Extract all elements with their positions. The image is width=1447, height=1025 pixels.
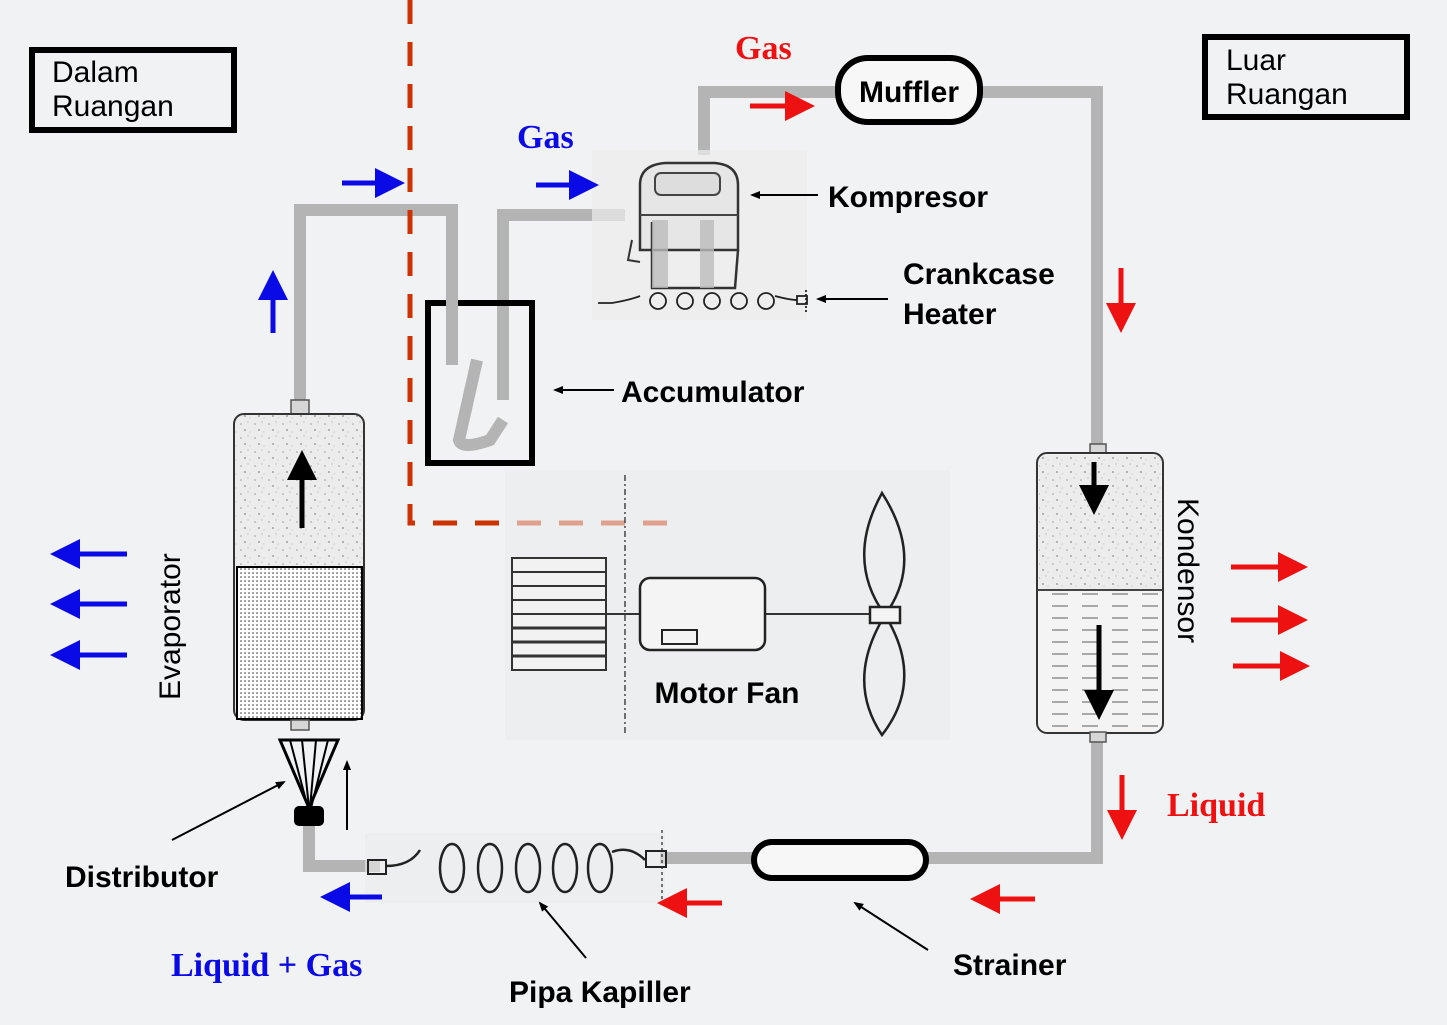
heater-label-line2: Heater bbox=[903, 298, 997, 331]
evaporator-label: Evaporator bbox=[154, 553, 187, 700]
fan-propeller bbox=[863, 490, 906, 738]
pipe-condenser-to-strainer bbox=[925, 732, 1103, 864]
pipe-muffler-to-condenser bbox=[980, 86, 1103, 455]
pipe-compressor-to-muffler bbox=[698, 86, 840, 155]
callout-arrows bbox=[171, 191, 929, 959]
refrigerant-pipes bbox=[294, 86, 1103, 872]
distributor bbox=[277, 738, 351, 830]
accumulator bbox=[425, 300, 535, 466]
low-pressure-flow-arrows bbox=[50, 168, 599, 912]
strainer bbox=[751, 839, 929, 881]
pipe-evaporator-to-accumulator bbox=[294, 204, 458, 405]
condenser-label: Kondensor bbox=[1171, 498, 1204, 643]
muffler: Muffler bbox=[835, 55, 983, 125]
outdoor-label-line1: Luar bbox=[1226, 44, 1286, 77]
heater-label-line1: Crankcase bbox=[903, 258, 1055, 291]
distributor-pointer bbox=[171, 781, 286, 841]
indoor-label-line1: Dalam bbox=[52, 56, 139, 89]
high-pressure-flow-arrows bbox=[657, 91, 1310, 918]
liquid-label: Liquid bbox=[1167, 787, 1265, 824]
distributor-label: Distributor bbox=[65, 861, 219, 894]
outdoor-region-box: Luar Ruangan bbox=[1202, 34, 1410, 120]
capillary-label: Pipa Kapiller bbox=[509, 976, 691, 1009]
gas-high-pressure-label: Gas bbox=[735, 30, 792, 67]
motor-fan-label: Motor Fan bbox=[655, 677, 800, 710]
muffler-label: Muffler bbox=[859, 76, 959, 109]
capillary-tube bbox=[365, 830, 667, 905]
evaporator bbox=[233, 399, 365, 731]
strainer-pointer bbox=[853, 901, 929, 951]
capillary-pointer bbox=[538, 901, 587, 959]
compressor bbox=[592, 150, 807, 320]
condenser bbox=[1036, 443, 1164, 743]
outdoor-label-line2: Ruangan bbox=[1226, 78, 1348, 111]
pipe-capillary-to-distributor bbox=[303, 822, 380, 872]
indoor-outdoor-boundary bbox=[407, 0, 680, 526]
motor-body bbox=[638, 576, 767, 652]
pipe-accumulator-to-compressor bbox=[497, 209, 625, 400]
accumulator-label: Accumulator bbox=[621, 376, 805, 409]
blower-wheel bbox=[511, 557, 607, 671]
indoor-region-box: Dalam Ruangan bbox=[29, 47, 237, 133]
gas-low-pressure-label: Gas bbox=[517, 119, 574, 156]
indoor-label-line2: Ruangan bbox=[52, 90, 174, 123]
compressor-label: Kompresor bbox=[828, 181, 988, 214]
liquid-gas-label: Liquid + Gas bbox=[171, 947, 362, 984]
motor-fan: Motor Fan bbox=[505, 470, 950, 740]
crankcase-heater bbox=[598, 290, 808, 312]
strainer-label: Strainer bbox=[953, 949, 1067, 982]
